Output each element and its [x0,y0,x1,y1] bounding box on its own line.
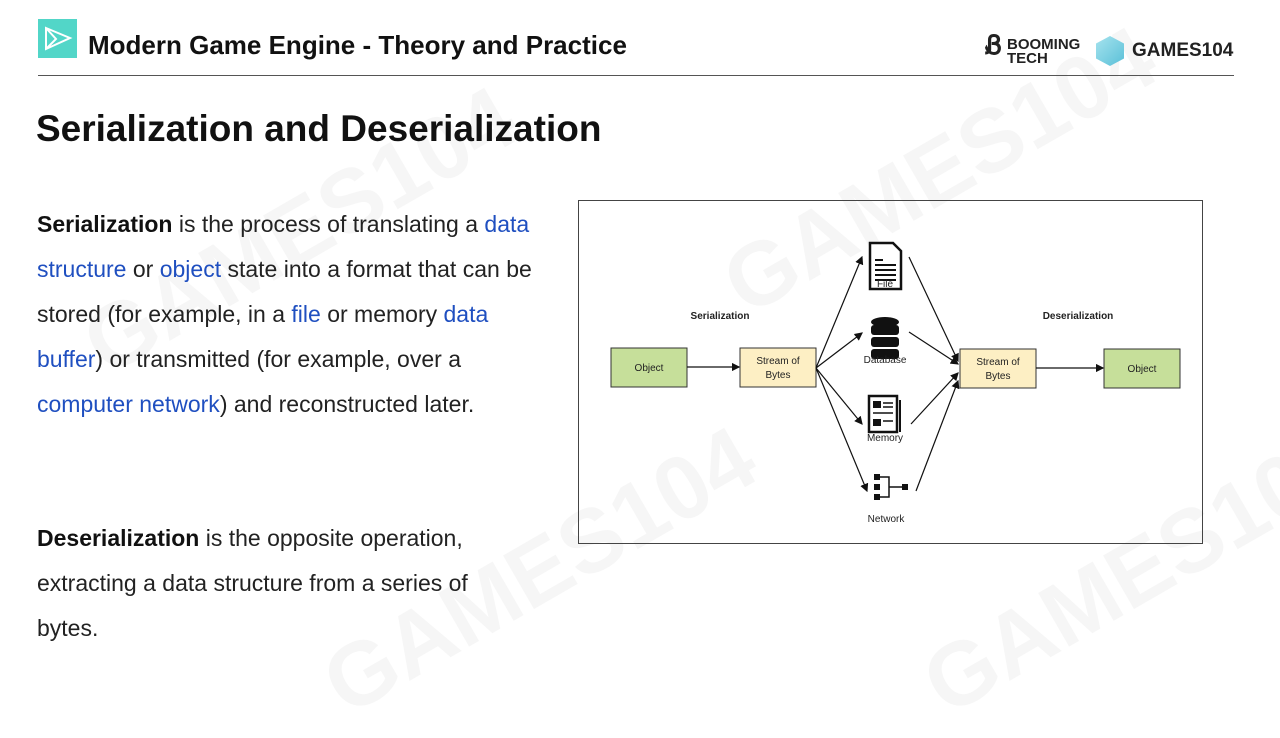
link-file[interactable]: file [291,301,321,327]
games104-logo: GAMES104 [1132,40,1234,61]
object-box-right: Object [1103,348,1181,389]
text: state into a format that can be stored (… [37,256,532,327]
text: ) and reconstructed later. [219,391,475,417]
serialization-paragraph: Serialization is the process of translat… [37,202,537,427]
term: Serialization [37,211,173,237]
memory-icon [867,394,901,434]
svg-text:Stream of: Stream of [976,357,1020,368]
course-logo-icon [38,19,77,58]
database-icon [871,317,899,359]
file-icon [868,241,903,291]
svg-text:Object: Object [1128,364,1157,375]
svg-text:Stream of: Stream of [756,356,800,367]
deserialization-paragraph: Deserialization is the opposite operatio… [37,516,517,651]
file-label: File [877,279,894,290]
object-box-left: Object [610,347,688,388]
term: Deserialization [37,525,200,551]
slide-title: Serialization and Deserialization [36,108,602,149]
serialization-diagram: Serialization Deserialization Object Str… [578,200,1203,544]
deserialization-label: Deserialization [1043,311,1114,322]
network-label: Network [868,514,906,525]
header-divider [38,75,1234,76]
link-object[interactable]: object [159,256,222,282]
database-label: Database [864,355,907,366]
header-title: Modern Game Engine - Theory and Practice [88,30,627,60]
brand-line2: TECH [1007,50,1048,67]
text: is the opposite operation, extracting a … [37,525,468,641]
memory-label: Memory [867,433,903,444]
svg-text:Bytes: Bytes [765,370,790,381]
svg-text:Bytes: Bytes [985,371,1010,382]
link-data-buffer[interactable]: data buffer [37,301,489,372]
link-data-structure[interactable]: data structure [37,211,530,282]
brand-line1: BOOMING [1007,36,1081,53]
stream-box-left: Stream of Bytes [739,347,817,388]
network-icon [874,474,908,500]
flow-arrows [687,255,1105,493]
text: ) or transmitted (for example, over a [95,346,461,372]
booming-tech-logo: Ᏸ BOOMING TECH [985,30,1081,67]
text: is the process of translating a [172,211,485,237]
stream-box-right: Stream of Bytes [959,348,1037,389]
games104-logo-icon [1096,36,1124,66]
text: or [126,256,160,282]
text: or memory [320,301,444,327]
link-computer-network[interactable]: computer network [37,391,220,417]
svg-text:Object: Object [635,363,664,374]
serialization-label: Serialization [691,311,750,322]
